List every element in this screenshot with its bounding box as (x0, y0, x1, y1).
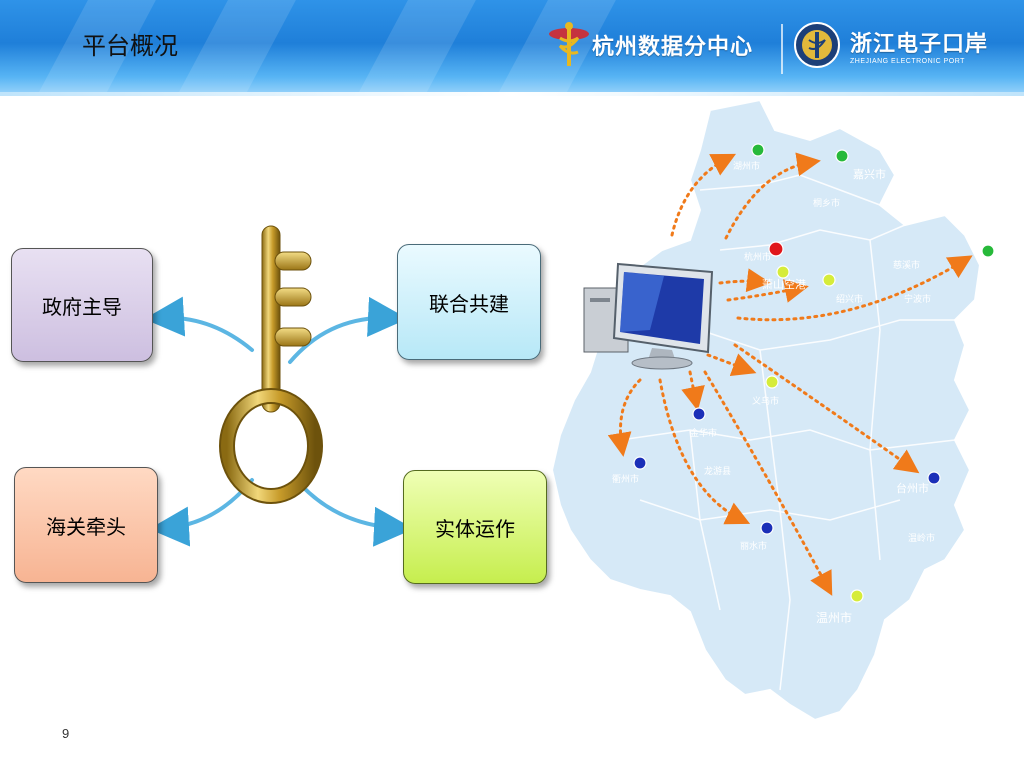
map-land (550, 98, 982, 722)
marker-shaoxing (822, 273, 836, 287)
banner-bottom-line (0, 92, 1024, 96)
logo-port-subtext: ZHEJIANG ELECTRONIC PORT (850, 57, 965, 65)
marker-xiaoshan (776, 265, 790, 279)
marker-jiaxing (835, 149, 849, 163)
marker-yiwu (765, 375, 779, 389)
marker-ningbo (981, 244, 995, 258)
key-icon (219, 225, 323, 504)
hangzhou-logo: 杭州数据分中心 (546, 20, 753, 70)
box-joint-label: 联合共建 (429, 291, 509, 316)
box-customs-label: 海关牵头 (46, 514, 126, 539)
label-ningbo: 宁波市 (904, 293, 931, 305)
label-jinhua: 金华市 (690, 427, 717, 439)
box-entity: 实体运作 (403, 470, 547, 584)
route-arrows (607, 152, 973, 596)
port-seal-icon (794, 22, 840, 68)
logo-port-text: 浙江电子口岸 (850, 30, 989, 57)
label-wenling: 温岭市 (908, 532, 935, 544)
label-jiaxing: 嘉兴市 (853, 167, 886, 181)
computer-icon (583, 262, 714, 370)
label-taizhou: 台州市 (896, 481, 929, 495)
arrows-to-boxes (144, 296, 414, 547)
arrow-to-joint (288, 296, 408, 364)
arrow-to-government (144, 296, 254, 352)
label-quzhou: 衢州市 (612, 473, 639, 485)
box-government: 政府主导 (11, 248, 153, 362)
marker-taizhou (927, 471, 941, 485)
label-tongxiang: 桐乡市 (813, 197, 840, 209)
city-markers (633, 143, 995, 603)
marker-wenzhou (850, 589, 864, 603)
label-lishui: 丽水市 (740, 540, 767, 552)
label-xiaoshan: 萧山空港 (762, 277, 806, 291)
label-wenzhou: 温州市 (816, 610, 852, 625)
label-cixi: 慈溪市 (893, 259, 920, 271)
logo-divider (781, 24, 783, 74)
label-yiwu: 义乌市 (752, 395, 779, 407)
header-banner (0, 0, 1024, 96)
page-number: 9 (62, 726, 70, 741)
caduceus-icon (549, 22, 589, 66)
box-customs: 海关牵头 (14, 467, 158, 583)
label-huzhou: 湖州市 (733, 160, 760, 172)
zhejiang-port-logo: 浙江电子口岸 ZHEJIANG ELECTRONIC PORT (792, 20, 988, 70)
arrow-to-entity (300, 484, 414, 547)
page-title: 平台概况 (82, 32, 178, 60)
label-longyou: 龙游县 (704, 465, 731, 477)
box-entity-label: 实体运作 (435, 516, 515, 541)
zhejiang-map (550, 98, 995, 722)
city-labels: 湖州市 嘉兴市 桐乡市 杭州市 萧山空港 绍兴市 慈溪市 宁波市 义乌市 金华市… (612, 160, 935, 625)
box-government-label: 政府主导 (42, 294, 122, 319)
box-joint: 联合共建 (397, 244, 541, 360)
marker-quzhou (633, 456, 647, 470)
marker-hangzhou (768, 241, 784, 257)
label-shaoxing: 绍兴市 (836, 293, 863, 305)
label-hangzhou: 杭州市 (744, 251, 771, 263)
marker-lishui (760, 521, 774, 535)
marker-huzhou (751, 143, 765, 157)
marker-jinhua (692, 407, 706, 421)
logo-hangzhou-text: 杭州数据分中心 (592, 34, 754, 60)
